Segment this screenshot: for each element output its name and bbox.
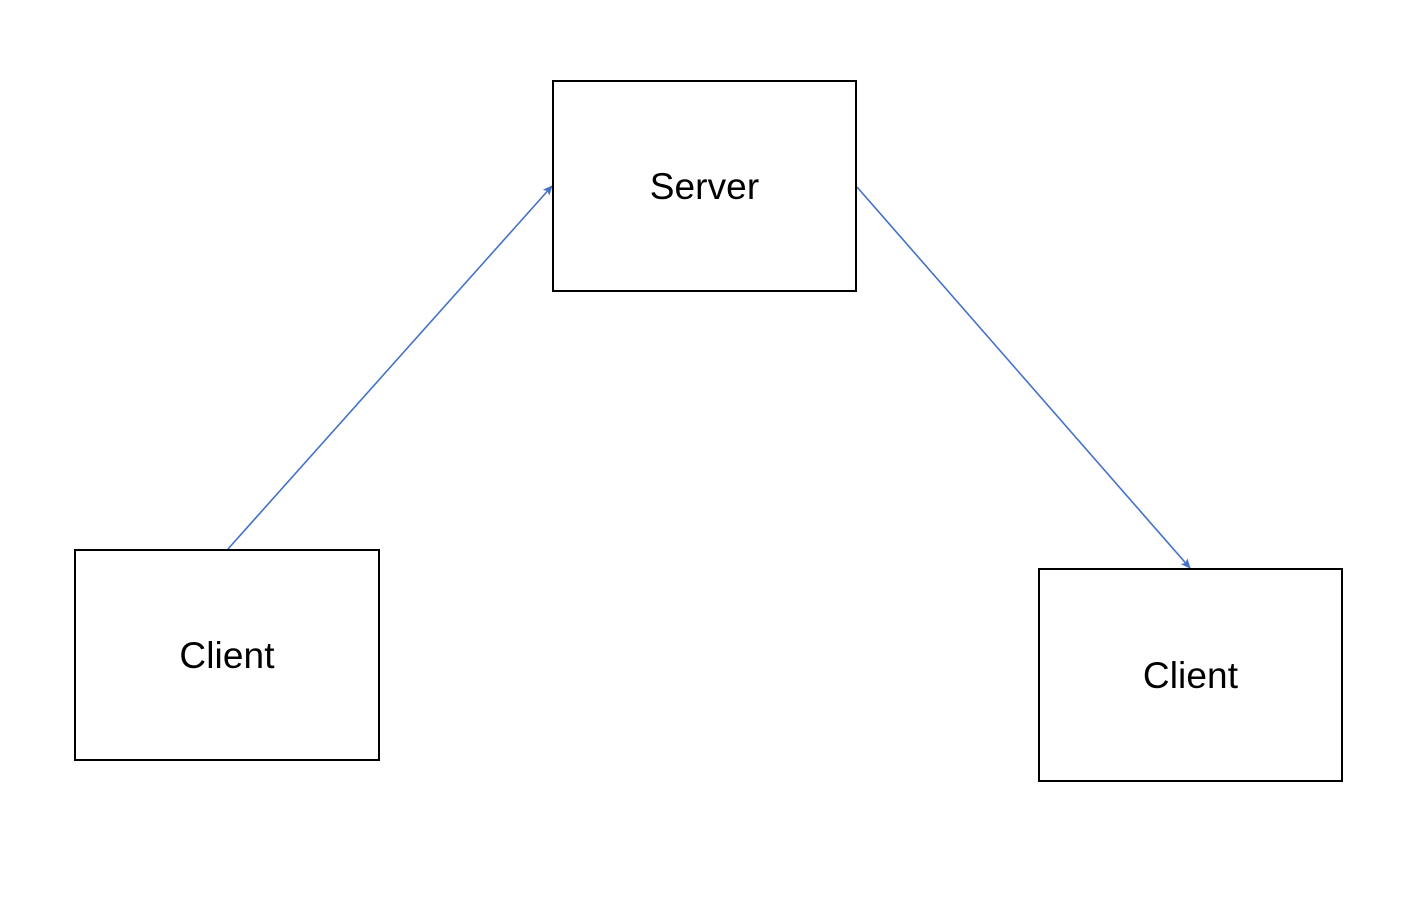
node-client-left[interactable]: Client [74, 549, 380, 761]
node-server-label: Server [649, 165, 760, 207]
node-client-right[interactable]: Client [1038, 568, 1343, 782]
connector-server-to-client-right [856, 186, 1191, 569]
node-client-left-label: Client [179, 634, 275, 676]
node-client-right-label: Client [1142, 654, 1239, 696]
node-server[interactable]: Server [552, 80, 857, 292]
connector-client-left-to-server [227, 185, 553, 550]
